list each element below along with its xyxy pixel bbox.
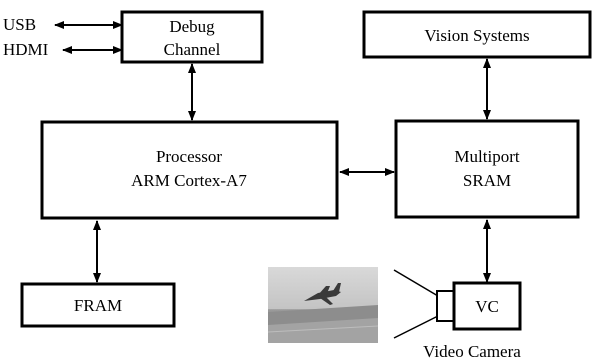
hdmi-label: HDMI [3, 40, 49, 59]
camera-lens [436, 290, 455, 322]
processor-line1: Processor [156, 147, 222, 166]
camera-view-line-top [393, 269, 439, 297]
camera-photo [267, 267, 379, 343]
debug-line1: Debug [169, 17, 215, 36]
debug-channel-block: Debug Channel [120, 10, 264, 64]
sram-line1: Multiport [454, 147, 519, 166]
usb-label: USB [3, 15, 36, 34]
sram-line2: SRAM [463, 171, 511, 190]
vision-label: Vision Systems [424, 26, 529, 45]
fram-block: FRAM [20, 282, 176, 328]
vision-systems-block: Vision Systems [362, 10, 592, 59]
debug-line2: Channel [164, 40, 221, 59]
sram-block: Multiport SRAM [394, 119, 580, 219]
aircraft-icon [304, 283, 341, 305]
processor-block: Processor ARM Cortex-A7 [40, 120, 339, 220]
fram-label: FRAM [74, 296, 122, 315]
camera-caption: Video Camera [423, 342, 521, 361]
camera-view-line-bottom [393, 315, 439, 339]
video-camera-block: VC [436, 281, 522, 331]
camera-label: VC [475, 297, 499, 316]
processor-line2: ARM Cortex-A7 [131, 171, 247, 190]
